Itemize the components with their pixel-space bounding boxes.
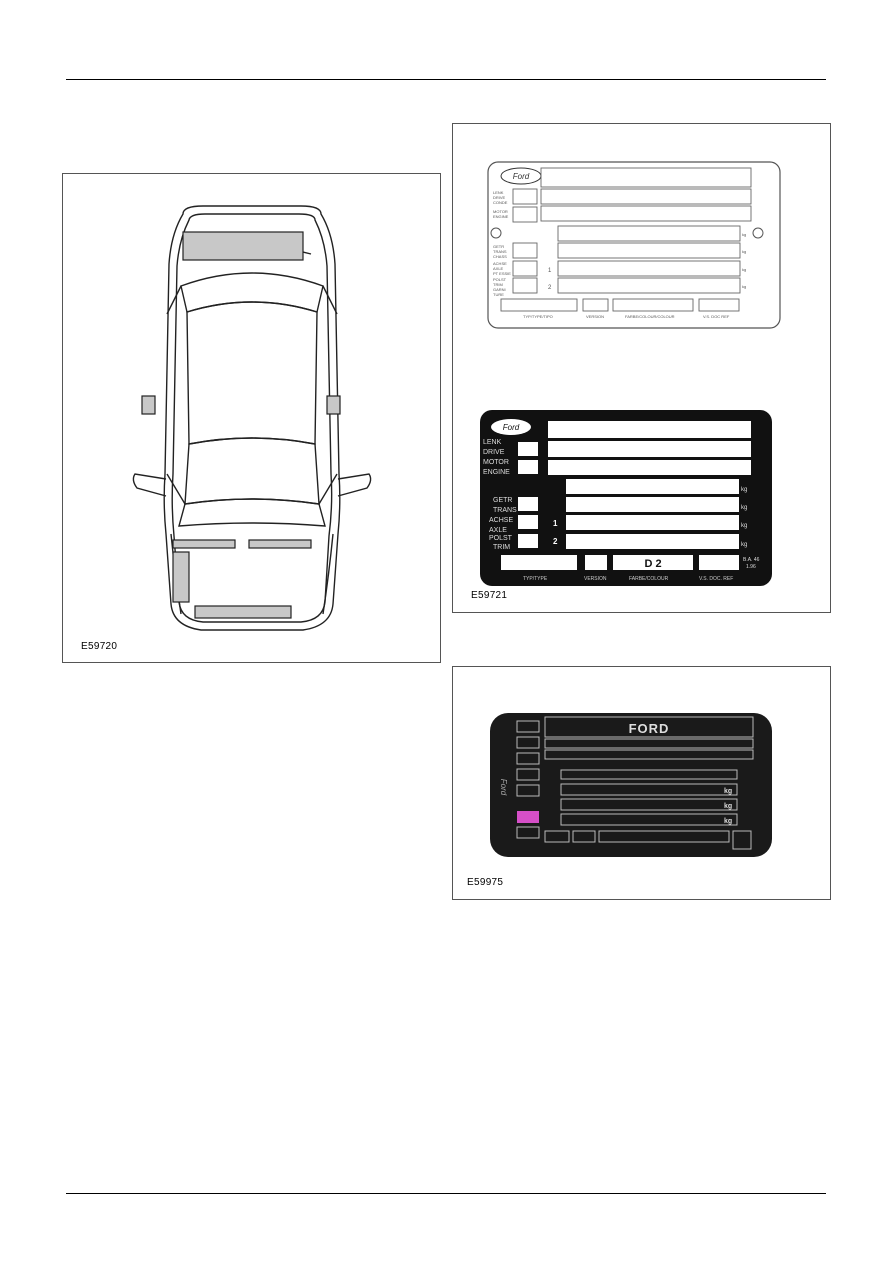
svg-text:GARNI: GARNI (493, 287, 506, 292)
svg-text:V.S. DOC REF: V.S. DOC REF (703, 314, 730, 319)
svg-text:2: 2 (548, 285, 552, 291)
vin-plate-light: Ford LENK (487, 161, 781, 329)
svg-text:kg: kg (724, 803, 732, 810)
svg-text:ENGINE: ENGINE (483, 469, 510, 476)
svg-text:B.A. 46: B.A. 46 (743, 557, 760, 563)
svg-text:kg: kg (742, 267, 746, 272)
label-location-left-pillar (141, 395, 156, 415)
svg-text:kg: kg (741, 505, 747, 511)
svg-text:TYP/TYPE: TYP/TYPE (523, 576, 548, 582)
ford-plate-illustration: FORD Ford kg kg kg (490, 713, 772, 857)
label-location-right-pillar (326, 395, 341, 415)
figure-code: E59720 (81, 641, 118, 652)
figure-vin-plates: Ford LENK (452, 123, 831, 613)
svg-text:MOTOR: MOTOR (483, 459, 509, 466)
svg-text:TRIM: TRIM (493, 544, 510, 551)
label-location-rear-vertical (172, 551, 190, 603)
label-location-rear-left-strip (172, 539, 236, 549)
label-location-rear-bottom (194, 605, 292, 619)
svg-text:PT ESSIE: PT ESSIE (493, 271, 511, 276)
svg-text:POLST: POLST (489, 535, 513, 542)
svg-text:1: 1 (553, 519, 558, 528)
footer-rule (66, 1193, 826, 1194)
svg-text:TURE: TURE (493, 292, 504, 297)
svg-text:CONDE: CONDE (493, 200, 508, 205)
figure-code: E59721 (471, 590, 508, 601)
ford-logo-icon: Ford (503, 423, 520, 432)
figure-ford-plate: FORD Ford kg kg kg E59975 (452, 666, 831, 900)
svg-text:kg: kg (724, 818, 732, 825)
svg-text:1.96: 1.96 (746, 564, 756, 570)
svg-text:GETR: GETR (493, 497, 512, 504)
svg-text:V.S. DOC. REF: V.S. DOC. REF (699, 576, 733, 582)
svg-text:CHASS: CHASS (493, 254, 507, 259)
svg-text:FARBE/COLOUR: FARBE/COLOUR (629, 576, 669, 582)
svg-text:VERSION: VERSION (584, 576, 607, 582)
header-rule (66, 79, 826, 80)
svg-text:kg: kg (741, 542, 747, 548)
svg-text:VERSION: VERSION (586, 314, 604, 319)
colour-code: D 2 (644, 558, 661, 570)
svg-text:TRANS: TRANS (493, 507, 517, 514)
figure-vehicle-plan-view: E59720 (62, 173, 441, 663)
svg-text:FARBE/COLOUR/COLOUR: FARBE/COLOUR/COLOUR (625, 314, 675, 319)
vin-plate-dark: Ford LENK DRIVE (480, 410, 772, 586)
svg-text:LENK: LENK (493, 190, 504, 195)
svg-text:kg: kg (742, 284, 746, 289)
svg-text:ACHSE: ACHSE (489, 517, 513, 524)
svg-text:DRIVE: DRIVE (483, 449, 505, 456)
label-location-rear-right-strip (248, 539, 312, 549)
svg-text:POLST: POLST (493, 277, 507, 282)
svg-text:1: 1 (548, 268, 552, 274)
svg-text:kg: kg (742, 232, 746, 237)
svg-text:kg: kg (724, 788, 732, 795)
svg-text:TRIM: TRIM (493, 282, 503, 287)
vehicle-top-view-illustration (132, 205, 372, 631)
ford-logo-icon: Ford (499, 779, 508, 796)
svg-text:TYP/TYPE/TIPO: TYP/TYPE/TIPO (523, 314, 553, 319)
svg-text:AXLE: AXLE (489, 527, 507, 534)
svg-text:ACHSE: ACHSE (493, 261, 507, 266)
figure-code: E59975 (467, 877, 504, 888)
svg-text:kg: kg (741, 487, 747, 493)
label-location-front-panel (182, 231, 304, 261)
svg-text:GETR: GETR (493, 244, 504, 249)
svg-text:TRANS: TRANS (493, 249, 507, 254)
svg-text:kg: kg (742, 249, 746, 254)
svg-text:2: 2 (553, 537, 558, 546)
svg-text:MOTOR: MOTOR (493, 209, 508, 214)
ford-logo-icon: Ford (513, 172, 530, 181)
svg-text:kg: kg (741, 523, 747, 529)
plate-title: FORD (629, 721, 670, 736)
svg-text:ENGINE: ENGINE (493, 214, 509, 219)
svg-text:DRIVE: DRIVE (493, 195, 506, 200)
svg-text:AXLE: AXLE (493, 266, 504, 271)
vin-plates-illustration: Ford LENK (480, 161, 781, 586)
highlighted-code-box (517, 811, 539, 823)
svg-text:LENK: LENK (483, 439, 502, 446)
